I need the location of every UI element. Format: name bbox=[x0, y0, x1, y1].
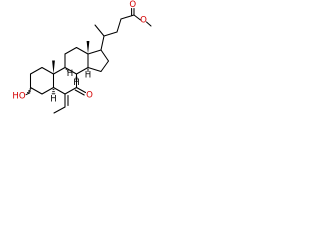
side-chain-bonds bbox=[94, 14, 135, 51]
ester-carbonyl-oxygen-label: O bbox=[129, 0, 136, 10]
molecule-diagram: HO H O H H bbox=[0, 0, 152, 152]
molecule-structure: HO H O H H bbox=[12, 0, 152, 114]
c5-h-label: H bbox=[50, 95, 56, 105]
ring-d-bonds bbox=[87, 49, 110, 73]
c14-h-label: H bbox=[85, 71, 91, 81]
ketone-bonds bbox=[74, 86, 87, 96]
ring-a-bonds bbox=[29, 66, 55, 95]
ester-bonds bbox=[131, 7, 152, 27]
c10-methyl-wedge bbox=[52, 60, 55, 74]
ethylidene-bonds bbox=[53, 93, 69, 114]
c8-h-wedge bbox=[75, 74, 78, 80]
hydroxyl-hash-bond bbox=[25, 87, 32, 96]
c8-h-label: H bbox=[73, 78, 79, 88]
ester-ether-oxygen-label: O bbox=[140, 16, 147, 26]
c9-h-label: H bbox=[67, 69, 73, 79]
c5-h-hash-bond bbox=[51, 89, 56, 95]
c13-methyl-wedge bbox=[86, 41, 90, 54]
c14-h-hash-bond bbox=[86, 68, 90, 72]
hydroxyl-label: HO bbox=[12, 92, 25, 102]
c9-h-hash-bond bbox=[65, 68, 69, 72]
ketone-oxygen-label: O bbox=[86, 91, 93, 101]
ring-c-bonds bbox=[64, 46, 89, 75]
